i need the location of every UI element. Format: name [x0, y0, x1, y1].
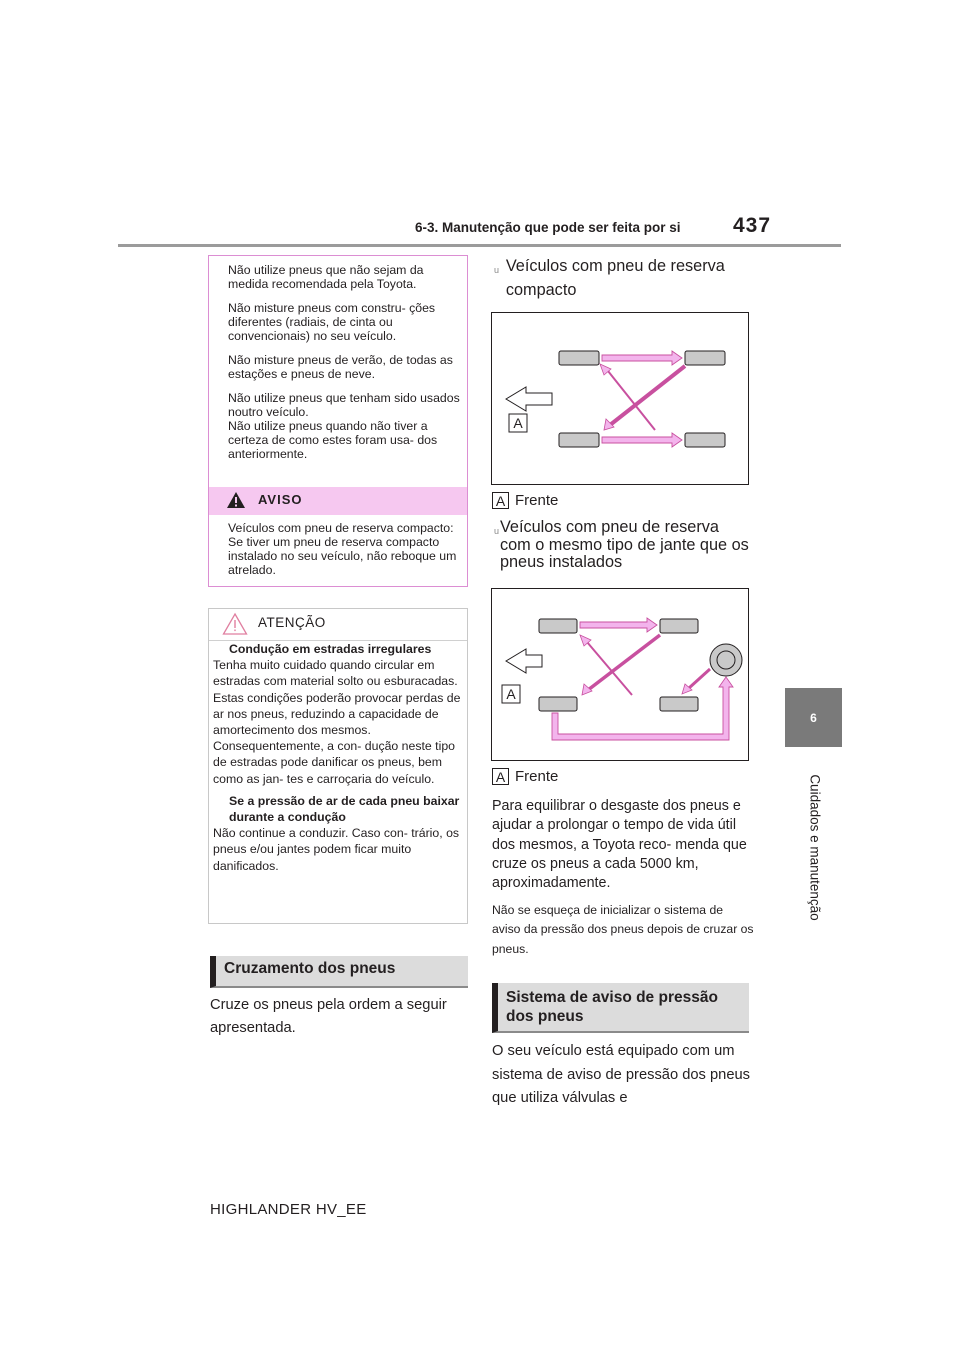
rotation-diagram-svg: A	[505, 350, 726, 448]
header-rule	[118, 244, 841, 247]
legend-key: A	[492, 492, 509, 509]
bullet-full-spare: u Veículos com pneu de reserva com o mes…	[494, 518, 754, 572]
caution-box-text: Condução em estradas irregulares Tenha m…	[213, 641, 463, 874]
warning-paragraph: Não misture pneus de verão, de todas as …	[228, 353, 453, 381]
arrow-diagonal-1	[608, 364, 687, 427]
arrow-top	[579, 617, 658, 633]
bullet-compact-spare: u Veículos com pneu de reserva compacto	[494, 254, 754, 302]
tire-front-left	[558, 350, 600, 366]
warning-triangle-icon	[227, 492, 245, 508]
warning-box	[208, 255, 468, 587]
rotation-diagram-compact: A	[491, 312, 749, 485]
caution-heading: Condução em estradas irregulares	[229, 642, 432, 656]
caution-paragraph: Estas condições poderão provocar perdas …	[213, 690, 461, 786]
tire-rear-right	[659, 696, 699, 712]
caution-triangle-icon	[222, 612, 248, 635]
chapter-tab[interactable]: 6	[785, 688, 842, 747]
warning-box-text: Não utilize pneus que não sejam da medid…	[228, 263, 462, 471]
front-key-box	[501, 684, 521, 704]
bullet-text: Veículos com pneu de reserva compacto	[505, 257, 725, 299]
tire-rear-right	[684, 432, 726, 448]
tire-front-right	[558, 432, 600, 448]
arrow-spare-in	[687, 667, 712, 690]
caution-box	[208, 608, 468, 924]
chapter-tab-label: Cuidados e manutenção	[807, 774, 823, 921]
page-number: 437	[733, 214, 772, 237]
aviso-band	[209, 487, 467, 515]
legend-label: Frente	[515, 768, 559, 785]
bullet-icon: u	[494, 265, 500, 275]
chapter-number: 6	[810, 710, 817, 725]
bullet-text: Veículos com pneu de reserva com o mesmo…	[499, 518, 749, 571]
legend-label: Frente	[515, 492, 559, 509]
tire-front-left	[538, 618, 578, 634]
legend-key: A	[492, 768, 509, 785]
legend-front: A Frente	[492, 768, 558, 785]
caution-paragraph: Não continue a conduzir. Caso con- trári…	[213, 826, 460, 873]
aviso-body: Veículos com pneu de reserva compacto: S…	[228, 521, 457, 577]
caution-divider	[209, 640, 467, 641]
caution-paragraph: Tenha muito cuidado quando circular em e…	[213, 658, 458, 689]
arrow-diagonal-2	[586, 641, 633, 696]
front-direction-arrow	[505, 648, 543, 674]
front-key-letter: A	[513, 415, 523, 431]
tpws-intro: O seu veículo está equipado com um siste…	[492, 1043, 750, 1106]
front-direction-arrow	[505, 386, 553, 412]
section-heading-tire-rotation: Cruzamento dos pneus	[210, 956, 468, 988]
arrow-top	[601, 350, 683, 366]
warning-paragraph: Não misture pneus com constru- ções dife…	[228, 301, 436, 343]
caution-heading: Se a pressão de ar de cada pneu baixar d…	[229, 793, 460, 825]
arrow-u-path	[551, 676, 734, 741]
arrow-diagonal-1	[586, 633, 662, 692]
header-section-title: 6-3. Manutenção que pode ser feita por s…	[415, 220, 681, 235]
rotation-note: Não se esqueça de inicializar o sistema …	[492, 903, 754, 956]
rotation-diagram-full-spare: A	[491, 588, 749, 761]
aviso-title: AVISO	[258, 492, 303, 507]
warning-paragraph: Não utilize pneus quando não tiver a cer…	[228, 419, 438, 461]
tire-rear-left	[684, 350, 726, 366]
legend-front: A Frente	[492, 492, 558, 509]
front-key-letter: A	[506, 686, 516, 702]
section-heading-tpws: Sistema de aviso de pressão dos pneus	[492, 983, 749, 1033]
arrow-diagonal-2	[607, 370, 656, 431]
arrow-bottom	[601, 432, 683, 448]
front-key-box	[508, 413, 528, 433]
tire-front-right	[538, 696, 578, 712]
bullet-icon: u	[494, 526, 500, 536]
warning-paragraph: Não utilize pneus que tenham sido usados…	[228, 391, 460, 419]
rotation-diagram-svg: A	[501, 617, 743, 741]
rotation-recommendation: Para equilibrar o desgaste dos pneus e a…	[492, 798, 747, 892]
tire-rotation-intro: Cruze os pneus pela ordem a seguir apres…	[210, 997, 447, 1036]
warning-paragraph: Não utilize pneus que não sejam da medid…	[228, 263, 424, 291]
caution-title: ATENÇÃO	[258, 615, 326, 630]
tire-rear-left	[659, 618, 699, 634]
footer-model: HIGHLANDER HV_EE	[210, 1201, 367, 1218]
